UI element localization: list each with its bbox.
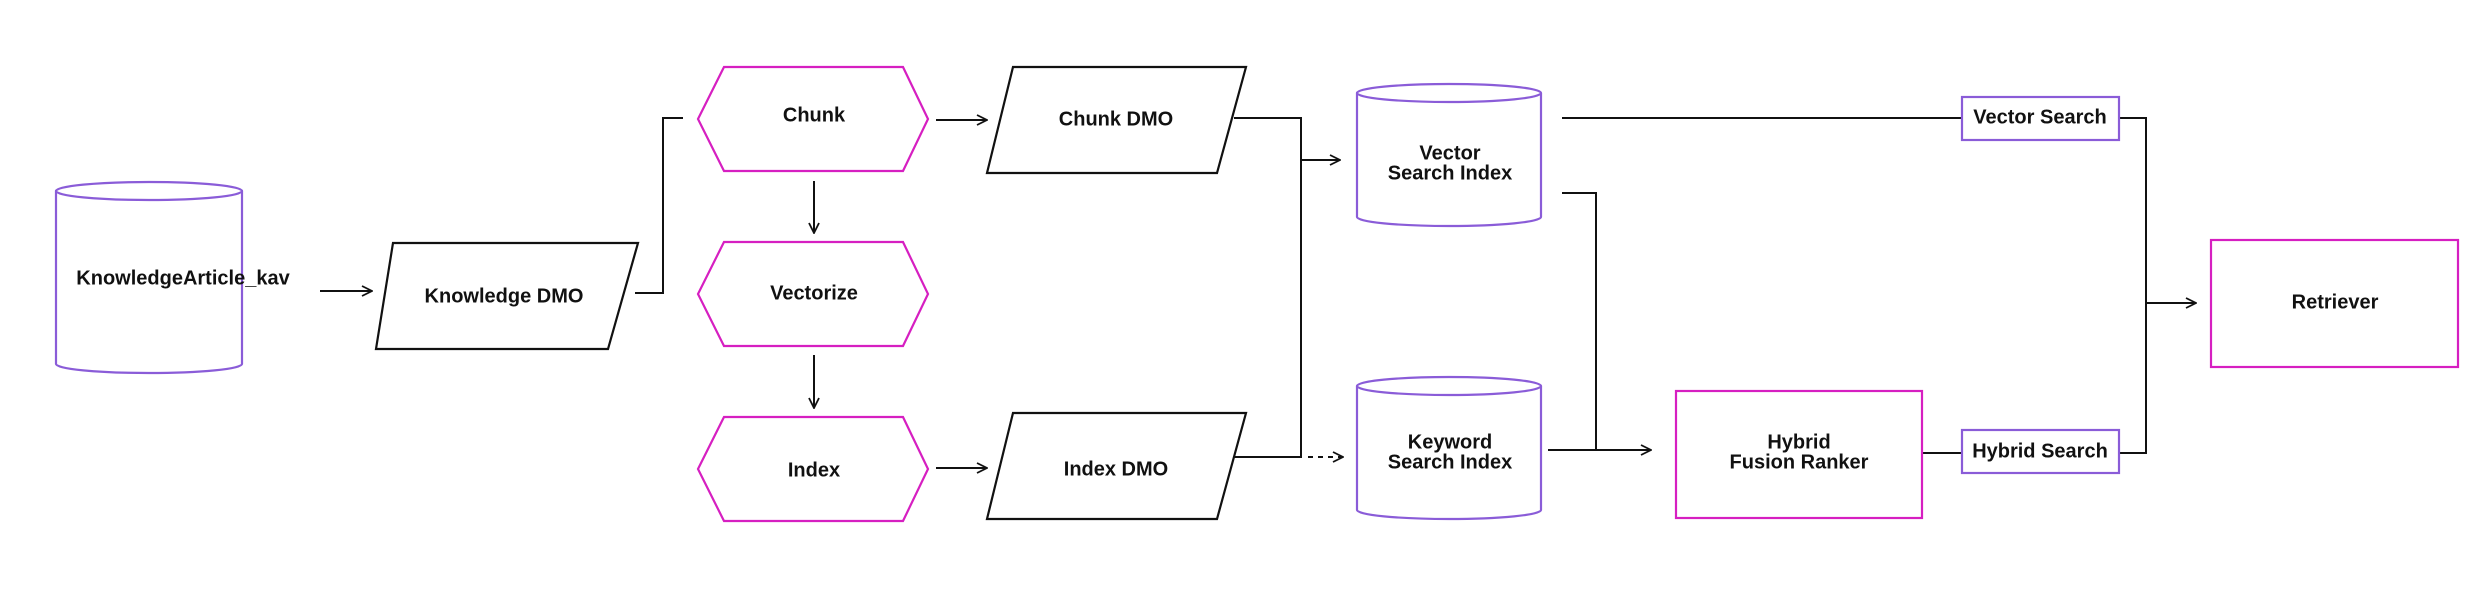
edge-vector-index-to-ranker [1562, 192, 1597, 450]
parallelogram-shape [985, 65, 1248, 175]
keyword-index-label-line2: Search Index [1388, 451, 1513, 473]
parallelogram-shape [985, 411, 1248, 521]
retriever-label: Retriever [2292, 291, 2379, 313]
node-hybrid-fusion-ranker: Hybrid Fusion Ranker [1674, 389, 1924, 520]
knowledge-dmo-label: Knowledge DMO [425, 285, 584, 307]
label-box [1960, 95, 2121, 142]
knowledge-article-label: KnowledgeArticle_kav [76, 267, 290, 289]
edge-chunk-dmo-to-vector-index [1234, 117, 1340, 160]
node-vector-search: Vector Search [1960, 95, 2121, 142]
vectorize-label: Vectorize [770, 282, 858, 304]
label-box [1960, 428, 2121, 475]
connectors [320, 118, 2196, 468]
ranker-label-line1: Hybrid [1767, 431, 1830, 453]
node-vector-search-index: Vector Search Index [1355, 82, 1543, 228]
database-cylinder [54, 180, 244, 375]
database-cylinder-rim [54, 190, 244, 202]
index-label: Index [788, 459, 840, 481]
edge-knowledge-dmo-to-chunk [635, 117, 683, 294]
node-knowledge-dmo: Knowledge DMO [374, 241, 640, 351]
keyword-index-label-line1: Keyword [1408, 431, 1492, 453]
node-retriever: Retriever [2209, 238, 2460, 369]
node-hybrid-search: Hybrid Search [1960, 428, 2121, 475]
vector-search-label: Vector Search [1973, 106, 2106, 128]
node-vectorize: Vectorize [696, 240, 930, 348]
chunk-dmo-label: Chunk DMO [1059, 108, 1173, 130]
hexagon-shape [696, 240, 930, 348]
database-cylinder [1355, 375, 1543, 521]
ranker-label-line2: Fusion Ranker [1730, 451, 1869, 473]
database-cylinder [1355, 82, 1543, 228]
node-index-dmo: Index DMO [985, 411, 1248, 521]
process-box [1674, 389, 1924, 520]
vector-index-label-line1: Vector [1419, 142, 1480, 164]
node-chunk: Chunk [696, 65, 930, 173]
vector-index-label-line2: Search Index [1388, 162, 1513, 184]
parallelogram-shape [374, 241, 640, 351]
process-box [2209, 238, 2460, 369]
node-index: Index [696, 415, 930, 523]
hybrid-search-label: Hybrid Search [1972, 440, 2108, 462]
hexagon-shape [696, 65, 930, 173]
database-cylinder-rim [1355, 385, 1543, 397]
index-dmo-label: Index DMO [1064, 458, 1168, 480]
chunk-label: Chunk [783, 104, 846, 126]
node-knowledge-article: KnowledgeArticle_kav [54, 180, 291, 375]
node-chunk-dmo: Chunk DMO [985, 65, 1248, 175]
hexagon-shape [696, 415, 930, 523]
edge-index-dmo-merge [1234, 160, 1302, 458]
edge-vector-search-to-retriever [2119, 117, 2147, 454]
node-keyword-search-index: Keyword Search Index [1355, 375, 1543, 521]
database-cylinder-rim [1355, 92, 1543, 104]
